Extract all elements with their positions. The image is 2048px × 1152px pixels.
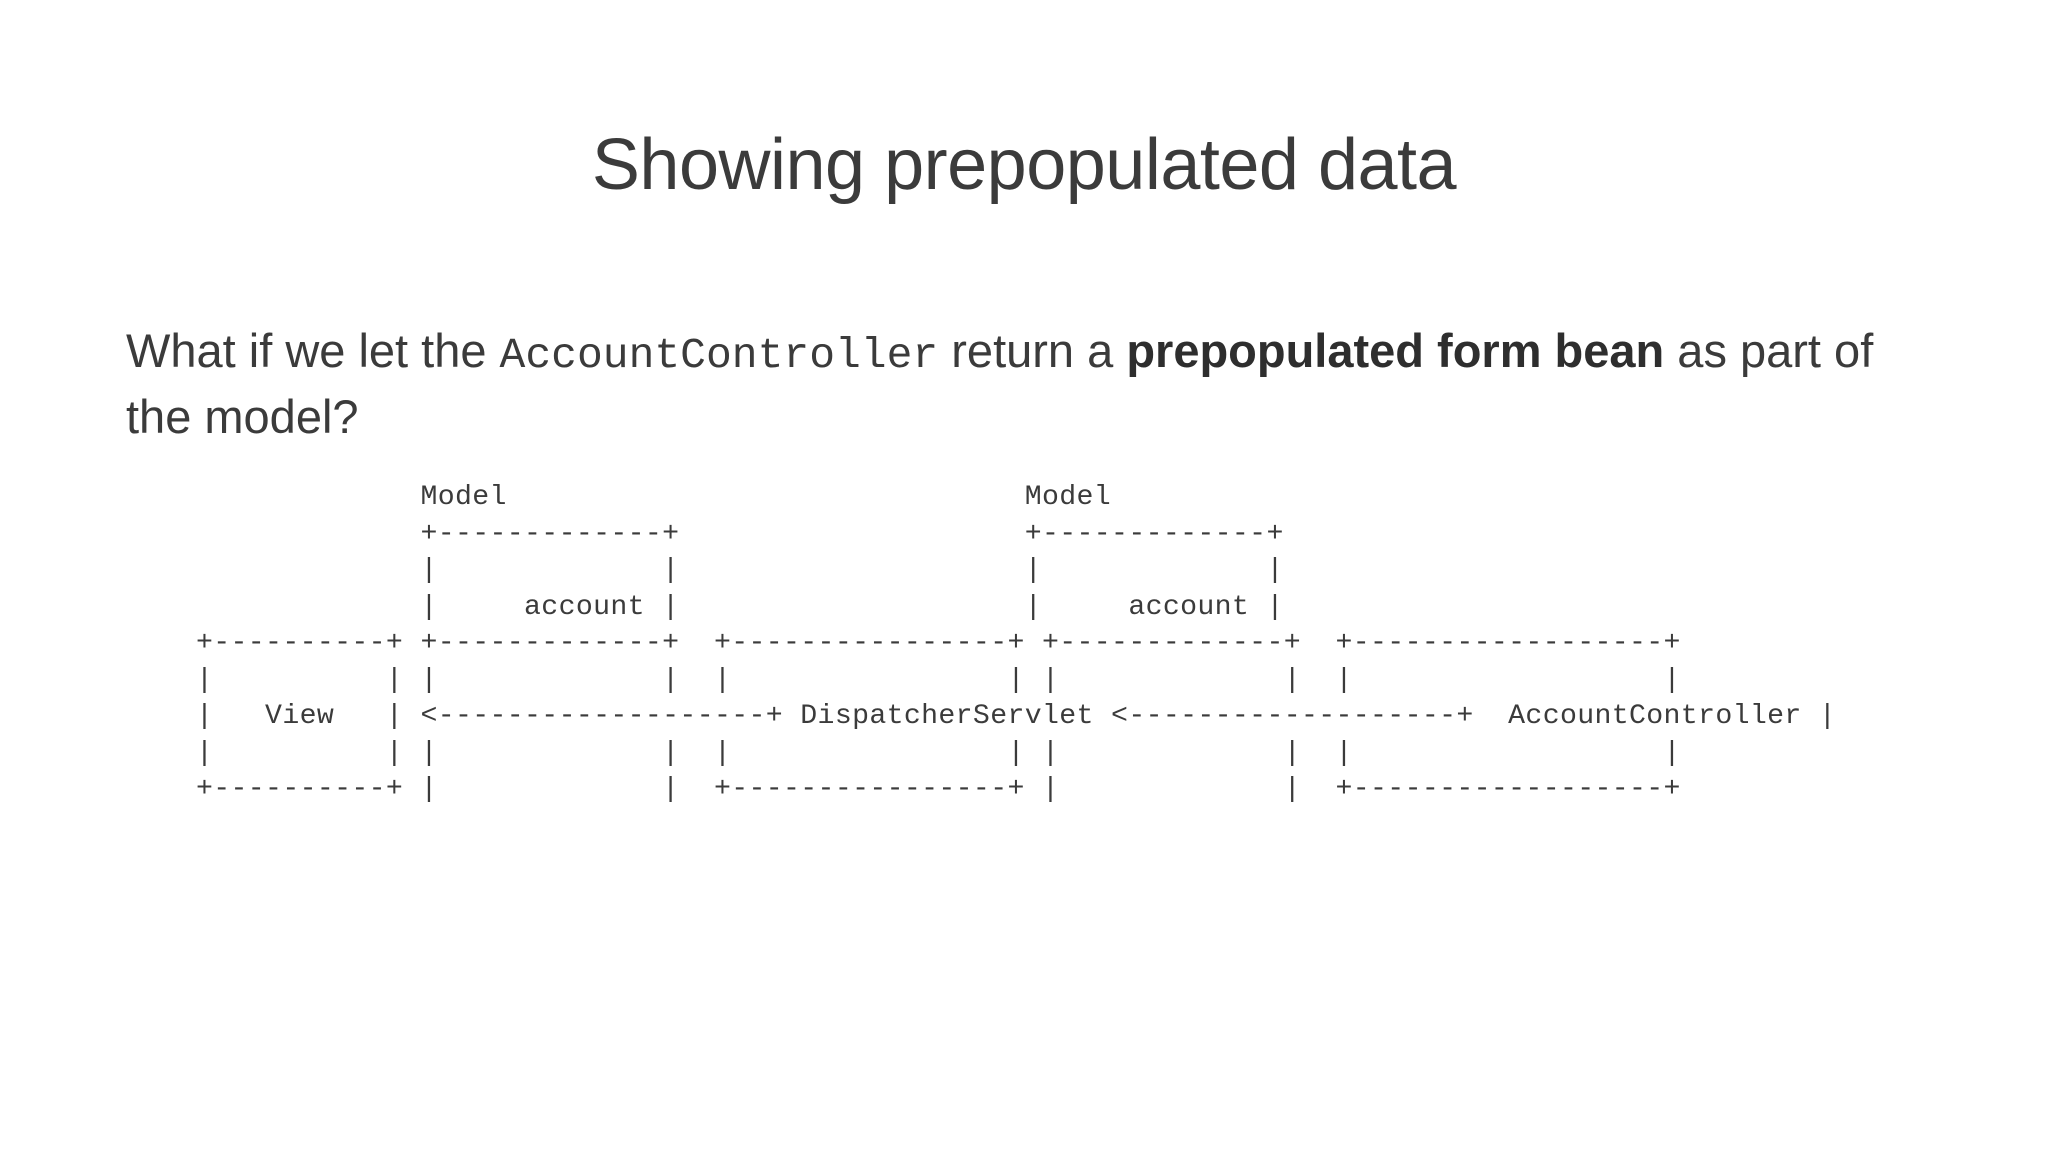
inline-code-account-controller: AccountController <box>499 331 939 380</box>
body-paragraph: What if we let the AccountController ret… <box>126 319 1936 450</box>
page-title: Showing prepopulated data <box>591 125 1457 206</box>
body-text-segment-2: return a <box>938 324 1127 377</box>
body-text-segment-1: What if we let the <box>126 324 500 377</box>
body-text-segment-3: as part of the model? <box>126 324 1874 444</box>
ascii-architecture-diagram: Model Model +-------------+ +-----------… <box>196 482 1837 805</box>
body-emphasis-prepopulated-form-bean: prepopulated form bean <box>1126 324 1665 377</box>
